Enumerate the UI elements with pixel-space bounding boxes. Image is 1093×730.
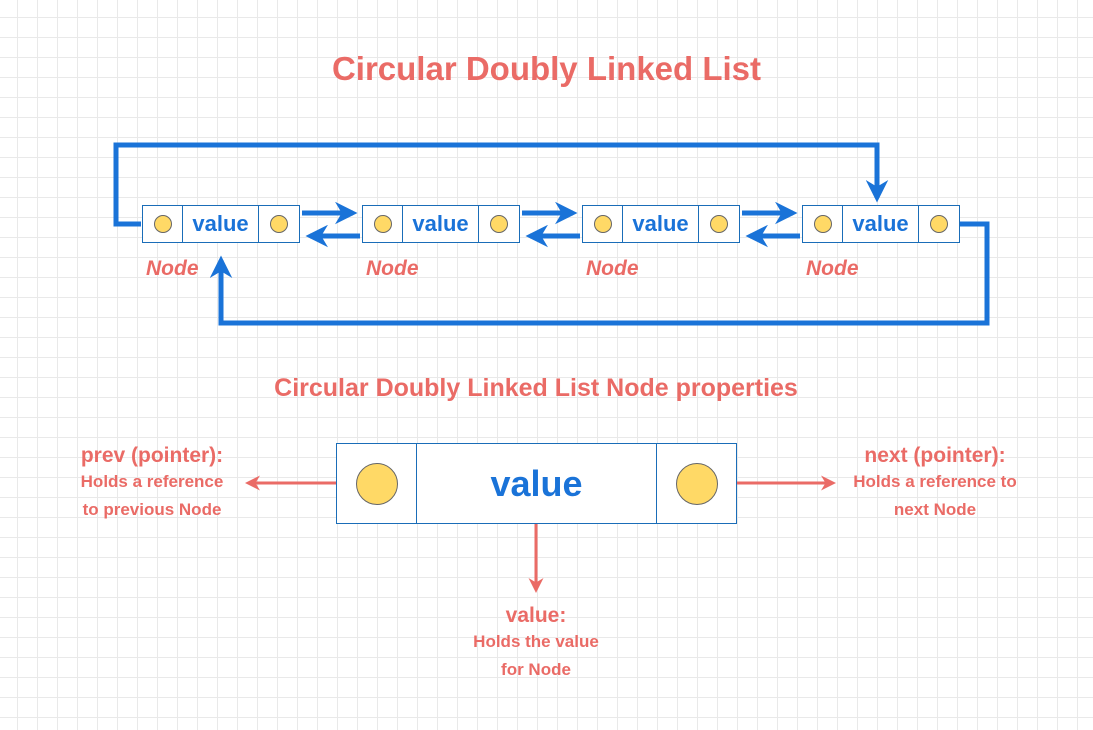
detail-value: value <box>490 462 583 504</box>
pointer-dot <box>593 215 612 233</box>
prev-property-line2: to previous Node <box>82 500 222 519</box>
node-value: value <box>623 206 699 242</box>
list-node-4: value <box>802 205 960 243</box>
detail-node: value <box>336 443 737 524</box>
value-property-title: value: <box>505 604 567 627</box>
value-property-line2: for Node <box>501 660 571 679</box>
diagram-title: Circular Doubly Linked List <box>331 50 762 87</box>
node-label-1: Node <box>146 257 199 280</box>
prev-property: prev (pointer): Holds a reference to pre… <box>52 444 252 524</box>
list-node-2: value <box>362 205 520 243</box>
next-pointer-cell <box>919 206 959 242</box>
value-property: value: Holds the value for Node <box>436 604 636 684</box>
pointer-dot <box>373 215 392 233</box>
prev-pointer-cell <box>803 206 843 242</box>
prev-pointer-cell <box>583 206 623 242</box>
list-node-3: value <box>582 205 740 243</box>
pointer-dot <box>930 215 948 233</box>
pointer-dot <box>710 215 728 233</box>
node-label-2: Node <box>366 257 419 280</box>
node-value: value <box>403 206 479 242</box>
next-property-line2: next Node <box>893 500 977 519</box>
node-value: value <box>843 206 919 242</box>
pointer-dot <box>490 215 508 233</box>
properties-title: Circular Doubly Linked List Node propert… <box>274 374 798 402</box>
next-property: next (pointer): Holds a reference to nex… <box>830 444 1040 524</box>
prev-pointer-cell <box>143 206 183 242</box>
prev-property-line1: Holds a reference <box>80 472 224 491</box>
detail-prev-cell <box>337 444 417 523</box>
detail-next-cell <box>656 444 736 523</box>
value-property-line1: Holds the value <box>473 632 599 651</box>
prev-pointer-cell <box>363 206 403 242</box>
pointer-dot <box>270 215 288 233</box>
prev-pointer-dot <box>355 462 398 505</box>
list-node-1: value <box>142 205 300 243</box>
node-value: value <box>183 206 259 242</box>
pointer-dot <box>813 215 832 233</box>
next-pointer-cell <box>259 206 299 242</box>
prev-property-title: prev (pointer): <box>80 444 224 467</box>
next-property-title: next (pointer): <box>864 444 1006 467</box>
next-property-line1: Holds a reference to <box>853 472 1017 491</box>
node-label-4: Node <box>806 257 859 280</box>
wrap-arrow-bottom <box>209 221 990 326</box>
pointer-dot <box>153 215 172 233</box>
next-pointer-cell <box>479 206 519 242</box>
next-pointer-dot <box>675 462 718 505</box>
next-pointer-cell <box>699 206 739 242</box>
node-label-3: Node <box>586 257 639 280</box>
wrap-arrow-top <box>113 142 889 227</box>
